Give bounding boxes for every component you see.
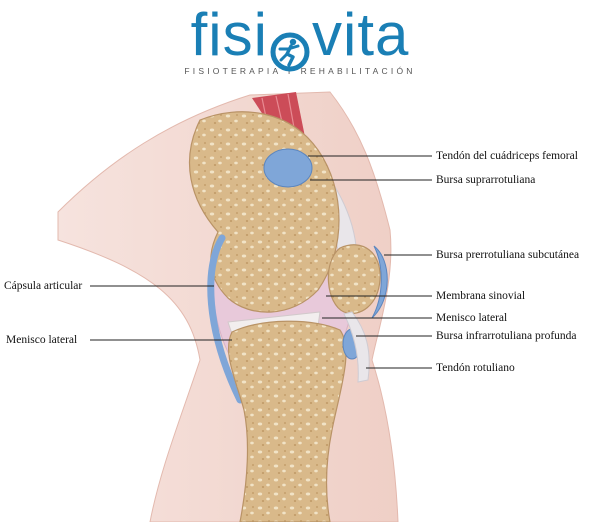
label-synovial-membrane: Membrana sinovial (436, 290, 526, 302)
label-patellar-tendon: Tendón rotuliano (436, 362, 515, 374)
brand-tagline: FISIOTERAPIA Y REHABILITACIÓN (184, 66, 416, 76)
leader-lines (90, 155, 432, 369)
label-infrapatellar-bursa: Bursa infrarrotuliana profunda (436, 330, 577, 342)
tibia (228, 320, 347, 522)
running-figure-icon (270, 19, 310, 72)
label-joint-capsule: Cápsula articular (4, 280, 83, 292)
suprapatellar-bursa (263, 148, 313, 188)
patellar-tendon (343, 311, 370, 383)
label-prepatellar-bursa: Bursa prerrotuliana subcutánea (436, 249, 580, 261)
label-lateral-meniscus-right: Menisco lateral (436, 312, 508, 324)
patella (327, 244, 381, 314)
brand-name-part1: fisi (190, 1, 268, 68)
brand-logo: fisi vita (190, 1, 410, 72)
capsule-outline (207, 234, 244, 404)
brand-name-part2: vita (311, 1, 410, 68)
label-quadriceps-tendon: Tendón del cuádriceps femoral (436, 150, 578, 162)
label-suprapatellar-bursa: Bursa suprarrotuliana (436, 174, 536, 186)
brand-header: fisi vita FISIOTERAPIA Y REHABILITACIÓN (0, 1, 600, 77)
label-lateral-meniscus-left: Menisco lateral (6, 334, 78, 346)
